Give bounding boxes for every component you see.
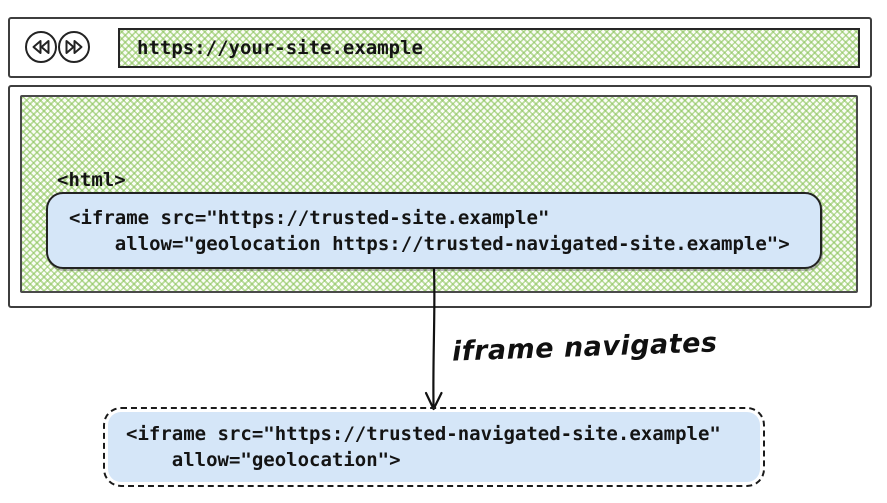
- navigated-iframe-box: <iframe src="https://trusted-navigated-s…: [103, 407, 765, 487]
- fast-forward-icon: [65, 40, 83, 54]
- navigation-arrow: [424, 268, 443, 411]
- address-bar[interactable]: https://your-site.example: [118, 28, 860, 68]
- browser-toolbar: https://your-site.example: [8, 17, 872, 78]
- code-line: <html>: [57, 169, 126, 191]
- skip-back-icon: [32, 40, 50, 54]
- code-line: allow="geolocation">: [126, 449, 401, 471]
- navigated-iframe-fill: <iframe src="https://trusted-navigated-s…: [108, 412, 760, 482]
- code-line: <iframe src="https://trusted-navigated-s…: [126, 423, 721, 445]
- arrow-label: iframe navigates: [451, 327, 718, 368]
- forward-button[interactable]: [57, 30, 91, 64]
- code-line: <iframe src="https://trusted-site.exampl…: [69, 206, 550, 229]
- address-url: https://your-site.example: [137, 37, 423, 59]
- iframe-code-box: <iframe src="https://trusted-site.exampl…: [46, 192, 822, 269]
- code-line: allow="geolocation https://trusted-navig…: [69, 232, 790, 255]
- back-button[interactable]: [24, 30, 58, 64]
